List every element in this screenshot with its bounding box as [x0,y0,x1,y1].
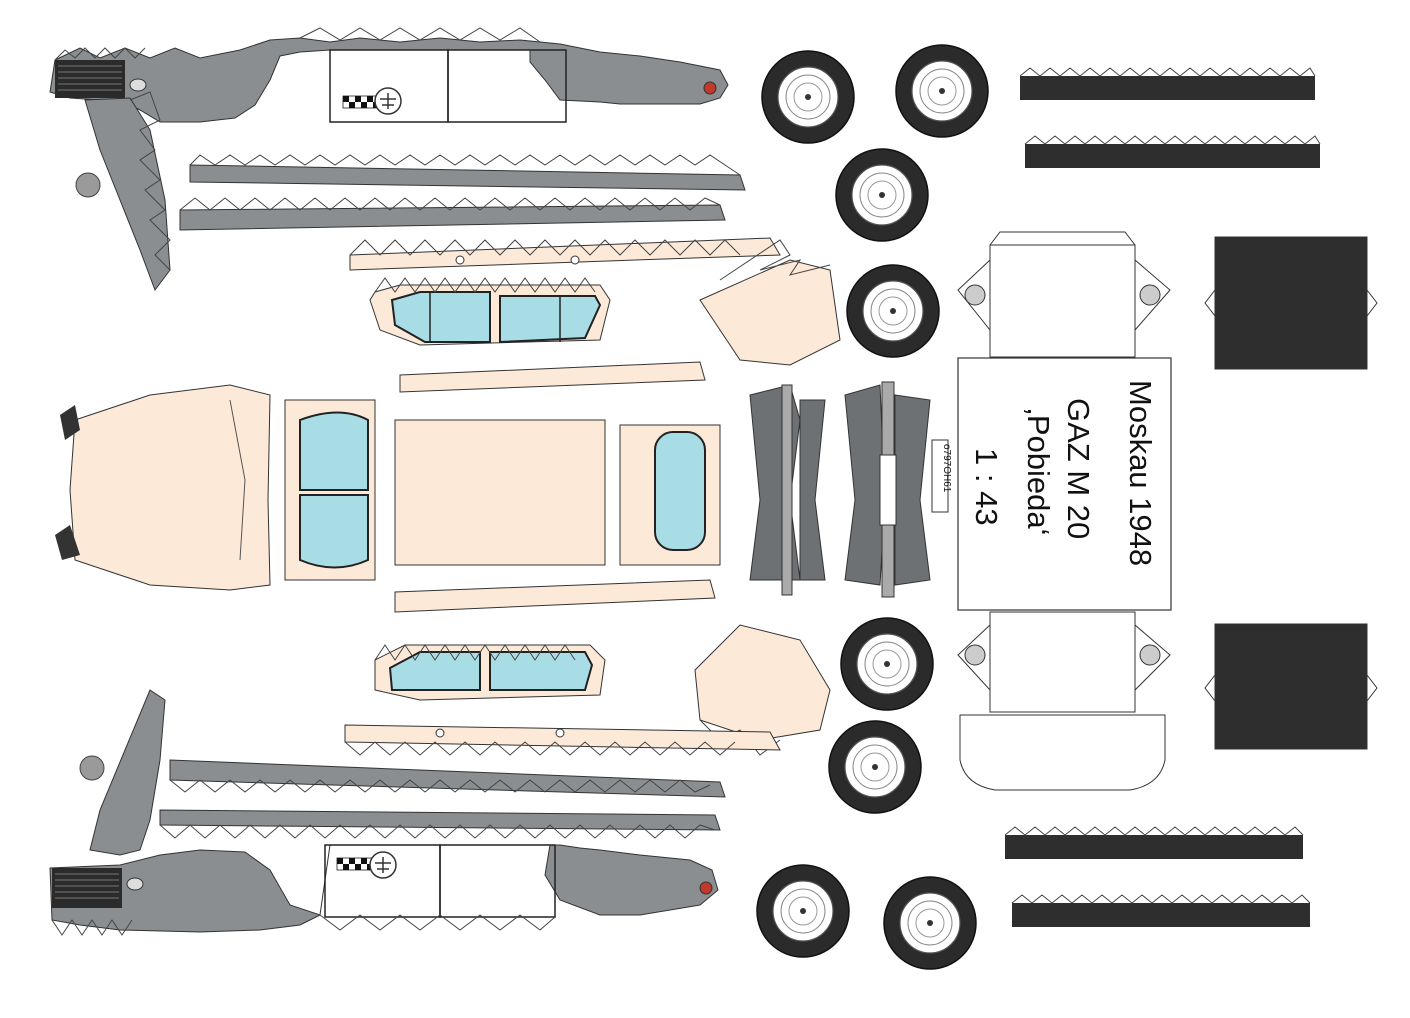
wheel-6-icon [828,720,922,814]
hubcap-small-icon [75,172,101,198]
title-line-1: Moskau 1948 [1123,380,1158,566]
wheel-box-top [957,231,1171,358]
license-plate: o797OH61 [931,439,952,513]
wheel-box-bottom [957,611,1171,791]
tire-strip-2 [1024,135,1321,168]
top-window-panel [369,277,611,346]
side-window-front [390,291,491,343]
bottom-running-board-strips [159,759,726,839]
wheel-3-icon [835,148,929,242]
top-cream-side-strip [349,237,781,271]
taxi-emblem-icon [374,87,402,115]
wheel-1-icon [761,50,855,144]
front-bumper-piece [749,384,826,596]
taxi-emblem-icon-bottom [369,851,397,879]
side-window-rear-bottom [489,651,594,691]
bottom-cream-side-strip [344,724,781,756]
wheel-7-icon [756,864,850,958]
side-window-rear [499,295,602,344]
tail-light-icon-bottom [699,881,713,895]
rear-door [447,49,567,123]
tire-strip-3 [1004,826,1304,859]
title-line-4: 1 : 43 [969,448,1004,526]
wheel-8-icon [883,876,977,970]
rear-door-bottom [439,844,556,918]
top-side-body-panel [49,27,729,292]
title-line-3: ‚Pobieda‘ [1021,408,1056,536]
hood-panel [55,384,271,591]
top-fender-piece [699,239,841,366]
windshield-panel [284,399,376,581]
tail-light-icon [703,81,717,95]
grille-front-bottom [52,868,122,908]
top-sill-strip [399,361,706,393]
black-square-bottom [1204,623,1378,750]
license-plate-text: o797OH61 [941,444,952,493]
top-running-board-strips [179,154,746,231]
wheel-5-icon [840,617,934,711]
side-window-front-bottom [388,651,481,691]
hubcap-small-icon-bottom [79,755,105,781]
roof-panel [394,419,606,566]
tire-strip-4 [1011,894,1311,927]
wheel-4-icon [846,264,940,358]
bottom-window-panel [374,644,606,701]
headlight-left-icon [60,405,80,440]
black-square-top [1204,236,1378,370]
bottom-sill-strip [394,579,716,613]
taxi-checker-decal-bottom [336,857,374,871]
tire-strip-1 [1019,67,1316,100]
wheel-2-icon [895,44,989,138]
bottom-side-body-panel [49,689,719,936]
taxi-checker-decal [342,95,380,109]
title-line-2: GAZ M 20 [1061,398,1096,539]
title-box: Moskau 1948 GAZ M 20 ‚Pobieda‘ 1 : 43 [957,357,1172,611]
rear-bumper-piece [844,381,931,598]
headlight-right-icon [55,525,80,560]
rear-window-panel [619,424,721,566]
